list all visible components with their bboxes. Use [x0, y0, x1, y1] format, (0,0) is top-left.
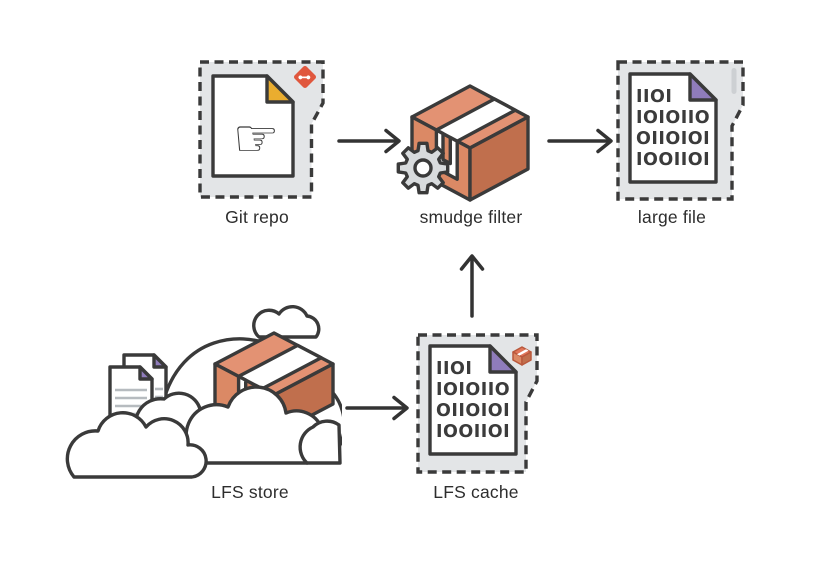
folded-corner: [138, 365, 154, 381]
binary-line: IIOI: [436, 359, 472, 379]
binary-document-icon: IIOI IOIOIIO OIIOIOI IOOIIOI: [428, 344, 518, 456]
ghost-icon-bar: [731, 68, 737, 94]
package-icon: [512, 346, 532, 366]
binary-line: IOIOIIO: [636, 108, 710, 128]
gear-icon: [396, 141, 450, 195]
arrow-lfsstore-to-lfscache: [345, 395, 409, 421]
binary-line: OIIOIOI: [636, 129, 710, 149]
document-icon: ☞: [211, 74, 295, 178]
lfs-store-label: LFS store: [211, 482, 289, 502]
package-icon: [410, 84, 530, 202]
binary-line: IOIOIIO: [436, 380, 510, 400]
folded-corner: [488, 344, 518, 374]
large-file-node: IIOI IOIOIIO OIIOIOI IOOIIOI: [616, 60, 745, 201]
folded-corner: [688, 72, 718, 102]
folded-corner: [152, 353, 168, 369]
folded-corner: [265, 74, 295, 104]
pointing-hand-icon: ☞: [233, 109, 280, 169]
lfs-store-node: [65, 304, 342, 479]
arrow-smudge-to-largefile: [547, 128, 613, 154]
cloud-icon: [252, 304, 321, 339]
binary-document-icon: IIOI IOIOIIO OIIOIOI IOOIIOI: [628, 72, 718, 184]
cloud-icon: [298, 419, 342, 465]
git-repo-label: Git repo: [225, 207, 289, 227]
git-repo-node: ☞: [198, 60, 325, 199]
lfs-cache-node: IIOI IOIOIIO OIIOIOI IOOIIOI: [416, 333, 539, 474]
arrow-lfscache-to-smudge: [459, 254, 485, 318]
smudge-filter-label: smudge filter: [419, 207, 523, 227]
lfs-cache-label: LFS cache: [433, 482, 519, 502]
git-diamond-icon: [294, 66, 316, 88]
arrow-gitrepo-to-smudge: [337, 128, 401, 154]
smudge-filter-node: [396, 84, 530, 202]
binary-line: OIIOIOI: [436, 401, 510, 421]
binary-line: IOOIIOI: [636, 150, 710, 170]
cloud-icon: [65, 411, 208, 479]
large-file-label: large file: [637, 207, 707, 227]
binary-line: IOOIIOI: [436, 422, 510, 442]
binary-line: IIOI: [636, 87, 672, 107]
